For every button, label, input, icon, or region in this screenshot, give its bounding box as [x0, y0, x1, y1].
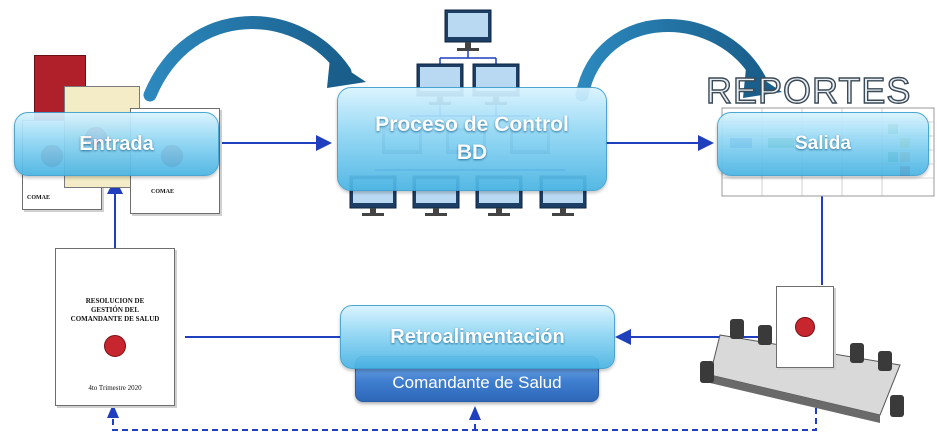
proceso-label-line1: Proceso de Control	[375, 113, 569, 136]
resolucion-title-3: COMANDANTE DE SALUD	[70, 315, 160, 323]
retroalimentacion-label: Retroalimentación	[390, 325, 565, 348]
retroalimentacion-box: Retroalimentación	[340, 305, 615, 369]
seal-icon	[795, 317, 815, 337]
comandante-label: Comandante de Salud	[392, 373, 562, 392]
proceso-box: Proceso de Control BD	[337, 87, 607, 191]
curved-arrow-proceso-salida	[575, 19, 767, 102]
conference-table-image	[700, 319, 904, 423]
entrada-box: Entrada	[14, 112, 219, 176]
proceso-label-line2: BD	[456, 141, 488, 164]
resolucion-document: RESOLUCION DE GESTIÓN DEL COMANDANTE DE …	[55, 248, 175, 406]
card-footer-text: COMAE	[151, 189, 174, 195]
card-footer-text: COMAE	[27, 195, 50, 201]
seal-icon	[104, 335, 126, 357]
resolucion-title-1: RESOLUCION DE	[85, 297, 145, 305]
salida-box: Salida	[717, 112, 929, 176]
reportes-title: REPORTES	[705, 69, 912, 111]
curved-arrow-entrada-proceso	[143, 16, 352, 102]
resolucion-footer: 4to Trimestre 2020	[88, 384, 142, 392]
salida-label: Salida	[795, 133, 851, 154]
small-resolution-document	[776, 286, 834, 368]
resolucion-title-2: GESTIÓN DEL	[90, 306, 140, 314]
entrada-label: Entrada	[79, 132, 154, 155]
